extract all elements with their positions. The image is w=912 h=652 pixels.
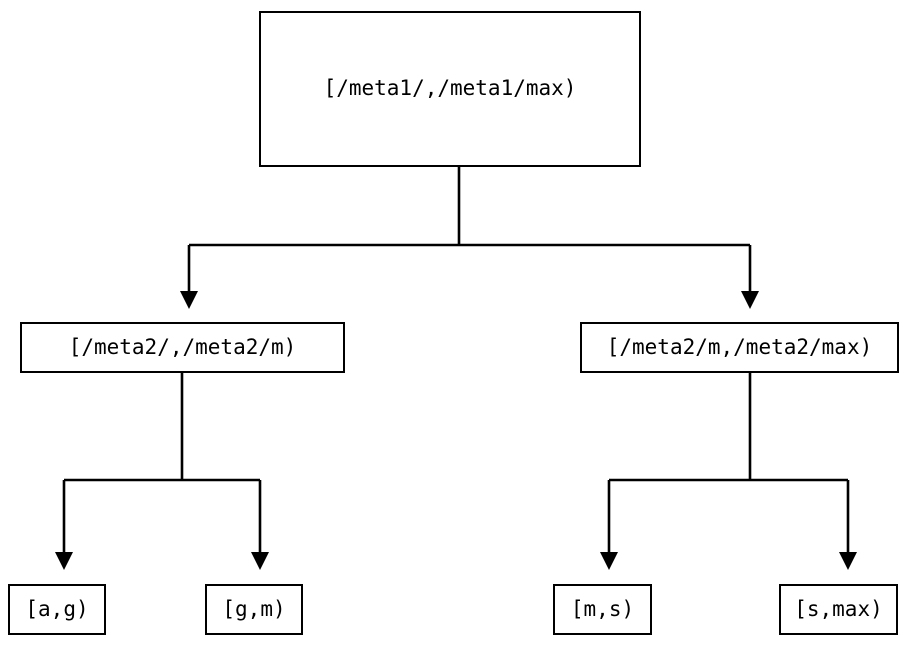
tree-node-mid-right-label: [/meta2/m,/meta2/max) [606, 334, 873, 359]
edge-midleft-to-leaves [55, 373, 269, 570]
arrowhead-icon [600, 552, 618, 570]
edge-midright-to-leaves [600, 373, 857, 570]
tree-node-leaf-gm-label: [g,m) [222, 596, 286, 621]
tree-node-leaf-ms-label: [m,s) [570, 596, 635, 621]
edge-root-to-level1 [180, 167, 759, 309]
tree-node-leaf-smax-label: [s,max) [794, 596, 883, 621]
tree-node-leaf-smax[interactable]: [s,max) [779, 584, 898, 635]
tree-node-root-label: [/meta1/,/meta1/max) [323, 76, 577, 101]
arrowhead-icon [839, 552, 857, 570]
arrowhead-icon [180, 291, 198, 309]
tree-node-mid-right[interactable]: [/meta2/m,/meta2/max) [580, 322, 899, 373]
arrowhead-icon [55, 552, 73, 570]
tree-node-leaf-ag-label: [a,g) [25, 596, 89, 621]
arrowhead-icon [251, 552, 269, 570]
tree-node-leaf-ms[interactable]: [m,s) [553, 584, 652, 635]
tree-node-root[interactable]: [/meta1/,/meta1/max) [259, 11, 641, 167]
arrowhead-icon [741, 291, 759, 309]
tree-node-leaf-gm[interactable]: [g,m) [205, 584, 303, 635]
tree-node-mid-left-label: [/meta2/,/meta2/m) [68, 334, 297, 359]
tree-node-mid-left[interactable]: [/meta2/,/meta2/m) [20, 322, 345, 373]
tree-node-leaf-ag[interactable]: [a,g) [8, 584, 106, 635]
